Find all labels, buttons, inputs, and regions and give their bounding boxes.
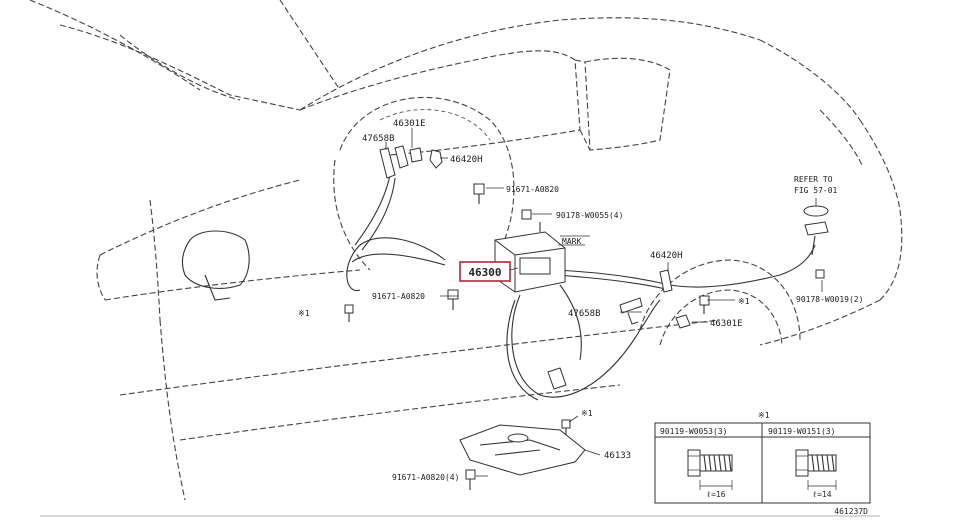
actuator-46300 [494, 222, 566, 293]
label-46420h-top: 46420H [450, 155, 483, 165]
bolt-cell-1-part: 90119-W0053(3) [660, 427, 727, 436]
label-90178-w0055: 90178-W0055(4) [556, 211, 623, 220]
brake-cables [346, 174, 816, 401]
label-refer-to: REFER TO [794, 175, 833, 184]
label-ref-note-3: ※1 [581, 409, 593, 418]
label-46133: 46133 [604, 451, 631, 461]
label-46420h-right: 46420H [650, 251, 683, 261]
plate-46133 [459, 424, 586, 476]
highlight-46300: 46300 [459, 261, 519, 282]
label-91671-a0820-mid: 91671-A0820 [372, 292, 425, 301]
bolt-cell-2-dim: ℓ=14 [812, 490, 831, 499]
bolt-cell-2-part: 90119-W0151(3) [768, 427, 835, 436]
leader-lines [385, 128, 823, 477]
label-90178-w0019: 90178-W0019(2) [796, 295, 863, 304]
label-ref-note-1: ※1 [298, 309, 310, 318]
label-47658b-top: 47658B [362, 134, 395, 144]
side-mirror [181, 230, 250, 301]
part-labels: 46301E 47658B 46420H 91671-A0820 90178-W… [298, 119, 863, 482]
label-91671-a0820-bottom: 91671-A0820(4) [392, 473, 459, 482]
label-46301e-right: 46301E [710, 319, 743, 329]
diagram-id: 461237D [834, 507, 868, 516]
label-46300: 46300 [468, 266, 501, 279]
bolt-drawing-2: ℓ=14 [795, 449, 837, 499]
car-body-outline [29, 0, 903, 501]
label-46301e-top: 46301E [393, 119, 426, 129]
bolt-table-note: ※1 [758, 411, 770, 420]
bolt-cell-1-dim: ℓ=16 [706, 490, 725, 499]
label-91671-a0820-top: 91671-A0820 [506, 185, 559, 194]
bolt-drawing-1: ℓ=16 [687, 449, 733, 499]
label-ref-note-2: ※1 [738, 297, 750, 306]
small-parts [344, 145, 829, 490]
bolt-table: ※1 90119-W0053(3) 90119-W0151(3) ℓ=16 [654, 411, 871, 504]
label-47658b-right: 47658B [568, 309, 601, 319]
label-mark: MARK [562, 237, 581, 246]
label-fig-57-01: FIG 57-01 [794, 186, 838, 195]
